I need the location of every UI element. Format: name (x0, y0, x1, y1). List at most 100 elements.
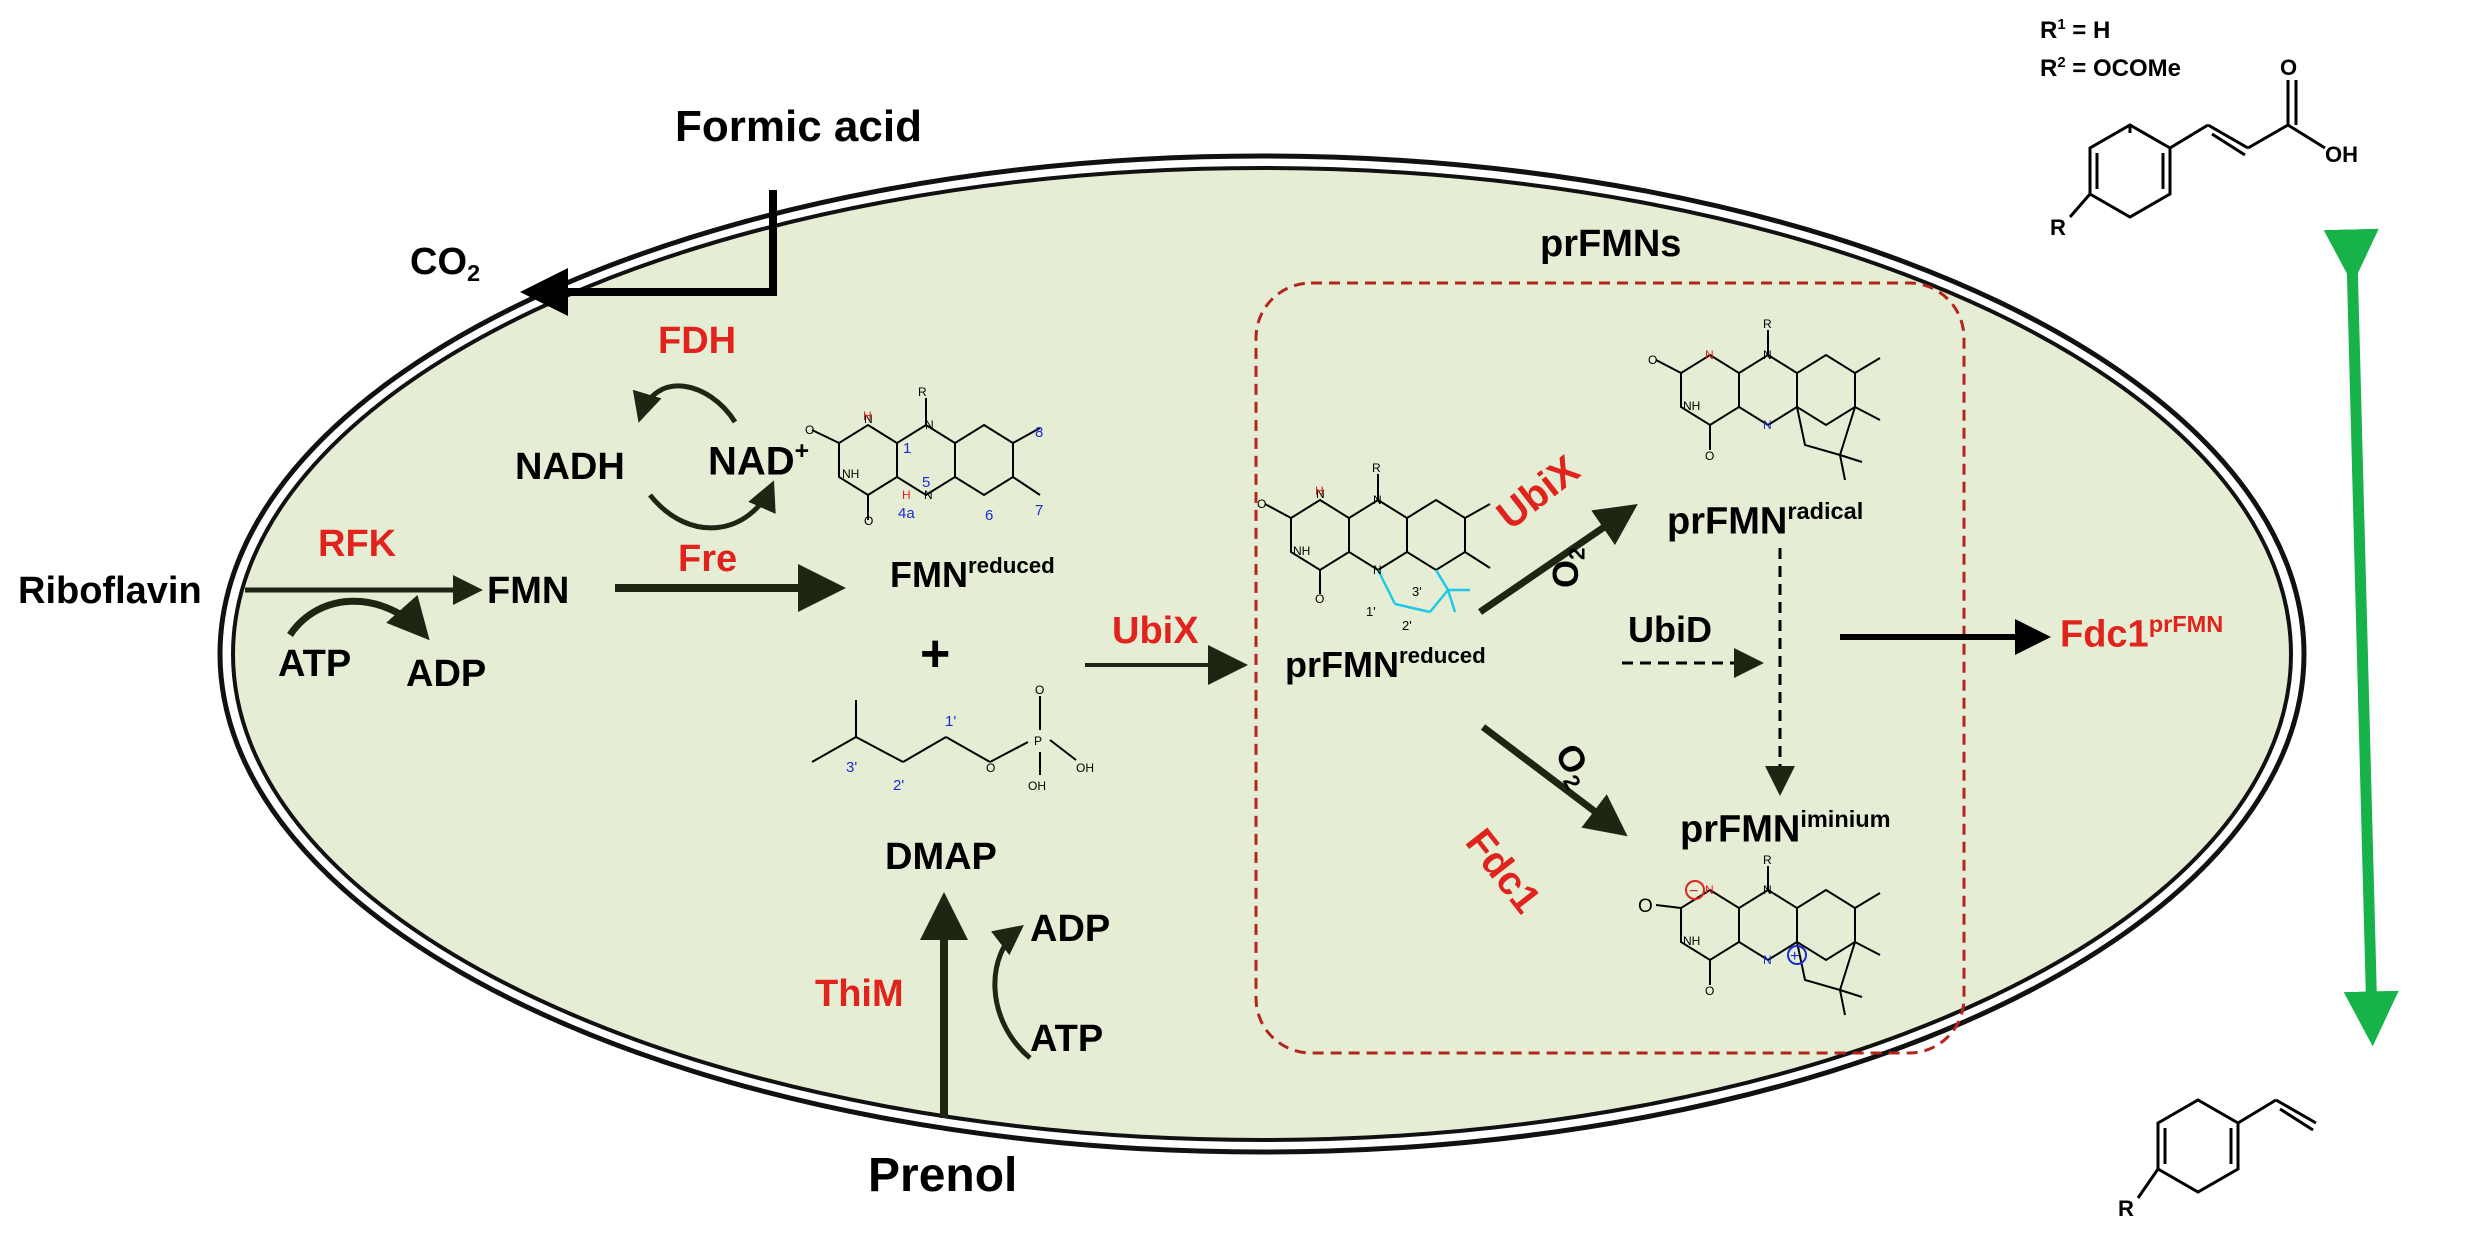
atom-h-red: H (1315, 484, 1324, 498)
svg-text:+: + (1790, 948, 1799, 965)
locant-7: 7 (1035, 502, 1043, 519)
atp-to-adp-thim-arc-arrow (991, 924, 1032, 1060)
adp-label: ADP (406, 653, 487, 695)
atp-label: ATP (278, 643, 352, 685)
atom-n: N (1316, 487, 1325, 501)
locant-6: 6 (985, 507, 993, 524)
atom-n-blue: N (1763, 953, 1772, 967)
o2-upper-label: O2 (1545, 547, 1590, 588)
atom-o: O (805, 423, 814, 437)
prfmn-iminium-atom-labels: R N N N NH O O (1638, 853, 1772, 998)
locant-1-prime: 1' (1366, 604, 1376, 619)
r2-definition: R2 = OCOMe (2040, 55, 2181, 83)
atom-nh: NH (1683, 399, 1700, 413)
atom-oh: OH (2325, 142, 2358, 167)
riboflavin-label: Riboflavin (18, 570, 202, 612)
atom-o: O (986, 761, 995, 775)
rfk-enzyme-label: RFK (318, 523, 397, 565)
atom-r: R (1372, 461, 1381, 475)
thim-enzyme-label: ThiM (815, 973, 904, 1015)
atom-n: N (1763, 348, 1772, 362)
atom-r: R (2050, 215, 2066, 240)
atom-n: N (1373, 493, 1382, 507)
prfmns-title: prFMNs (1540, 223, 1682, 265)
prfmn-reduced-atom-labels: R N N N H NH O O (1257, 461, 1382, 606)
prfmn-radical-structure (1655, 330, 1881, 481)
locant-2-prime: 2' (1402, 618, 1412, 633)
atom-r: R (2118, 1196, 2134, 1221)
atom-o: O (2280, 55, 2297, 80)
atom-n: N (1763, 883, 1772, 897)
atom-n-red: N (1705, 883, 1714, 897)
atom-h-red: H (863, 409, 872, 423)
locant-2-prime: 2' (893, 777, 904, 794)
formic-acid-to-co2-arrow (520, 190, 777, 316)
plus-sign: + (920, 625, 951, 683)
dmap-locant-labels: 1' 2' 3' (846, 713, 956, 794)
atom-nh: NH (842, 467, 859, 481)
r1-definition: R1 = H (2040, 17, 2111, 45)
atom-r: R (1763, 317, 1772, 331)
prfmn-to-iminium-arrow (1480, 724, 1628, 837)
prfmn-iminium-structure (1655, 866, 1881, 1016)
atom-n-red: N (1705, 348, 1714, 362)
locant-4a: 4a (898, 505, 915, 522)
atom-o: O (1257, 497, 1266, 511)
negative-charge-icon (1685, 880, 1705, 900)
nad-plus-label: NAD+ (708, 438, 810, 484)
prfmn-reduced-label: prFMNreduced (1285, 643, 1486, 685)
prfmn-radical-label: prFMNradical (1667, 498, 1864, 543)
styrene-labels: R (2118, 1196, 2134, 1221)
styrene-structure (2136, 1098, 2317, 1199)
ubid-label: UbiD (1628, 609, 1712, 650)
atp-to-adp-arc-arrow (287, 594, 430, 641)
cinnamic-acid-structure (2068, 80, 2326, 219)
fre-enzyme-label: Fre (678, 538, 738, 580)
atom-n: N (864, 412, 873, 426)
fmn-reduced-label: FMNreduced (890, 553, 1055, 595)
atom-nh: NH (1293, 544, 1310, 558)
atp-thim-label: ATP (1030, 1018, 1104, 1060)
iminium-charges: − + (1685, 880, 1807, 965)
fmn-locant-labels: 1 4a 5 6 7 8 (898, 424, 1043, 524)
prfmn-iminium-label: prFMNiminium (1680, 806, 1891, 851)
prfmns-box (1254, 281, 1966, 1055)
atom-o: O (1315, 592, 1324, 606)
nad-to-nadh-arc-arrow (632, 383, 738, 424)
fmn-reduced-atom-labels: R N N N H H NH O O (805, 385, 934, 528)
atom-o: O (1705, 449, 1714, 463)
prfmn-to-radical-arrow (1478, 504, 1638, 615)
ubix-prenylation-enzyme-label: UbiX (1112, 610, 1199, 652)
atom-o: O (1035, 683, 1044, 697)
fdh-enzyme-label: FDH (658, 320, 737, 362)
prfmn-prenyl-locants: 1' 2' 3' (1366, 584, 1422, 633)
cell-body (231, 166, 2293, 1142)
atom-n-blue: N (1763, 418, 1772, 432)
fmn-label: FMN (487, 570, 570, 612)
prfmn-radical-atom-labels: R N N N NH O O (1648, 317, 1772, 463)
atom-nh: NH (1683, 934, 1700, 948)
atom-oh: OH (1028, 779, 1046, 793)
formic-acid-label: Formic acid (675, 102, 922, 151)
prenol-label: Prenol (868, 1149, 1018, 1202)
positive-charge-icon (1787, 945, 1807, 965)
atom-o: O (1705, 984, 1714, 998)
co2-label: CO2 (410, 241, 481, 287)
atom-n: N (924, 488, 933, 502)
atom-p: P (1034, 734, 1042, 748)
nadh-label: NADH (515, 446, 625, 488)
locant-3-prime: 3' (1412, 584, 1422, 599)
locant-8: 8 (1035, 424, 1043, 441)
locant-3-prime: 3' (846, 759, 857, 776)
locant-5: 5 (922, 474, 930, 491)
dmap-label: DMAP (885, 836, 997, 878)
dmap-atom-labels: O P O OH OH (986, 683, 1094, 793)
atom-o: O (864, 514, 873, 528)
atom-n: N (1373, 563, 1382, 577)
dmap-structure (811, 696, 1077, 775)
svg-text:−: − (1689, 883, 1698, 900)
nadh-to-nad-arc-arrow (648, 480, 776, 531)
atom-r: R (918, 385, 927, 399)
fmn-reduced-structure (811, 398, 1041, 520)
